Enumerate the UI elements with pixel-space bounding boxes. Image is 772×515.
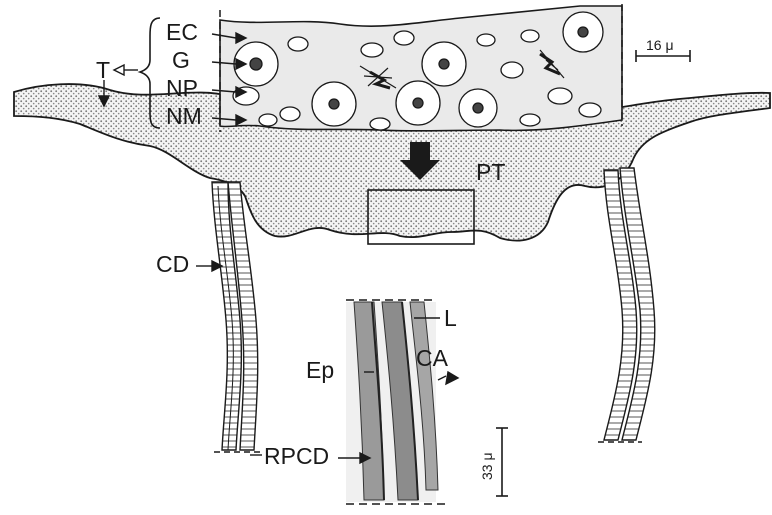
label-CA: CA	[416, 345, 449, 371]
label-NM: NM	[166, 103, 202, 129]
label-CD: CD	[156, 251, 189, 277]
label-EC: EC	[166, 19, 198, 45]
label-T: T	[96, 57, 110, 83]
scale-label-top: 16 μ	[646, 37, 674, 53]
label-Ep: Ep	[306, 357, 334, 383]
label-PT: PT	[476, 159, 505, 185]
label-NP: NP	[166, 75, 198, 101]
right-duct	[598, 168, 655, 442]
scale-label-bottom: 33 μ	[479, 452, 495, 480]
scale-bar-top: 16 μ	[636, 37, 690, 62]
label-RPCD: RPCD	[264, 443, 329, 469]
label-L: L	[444, 305, 457, 331]
left-duct	[212, 182, 262, 452]
label-G: G	[172, 47, 190, 73]
duct-micrograph	[346, 300, 450, 504]
scale-bar-bottom: 33 μ	[479, 428, 508, 496]
